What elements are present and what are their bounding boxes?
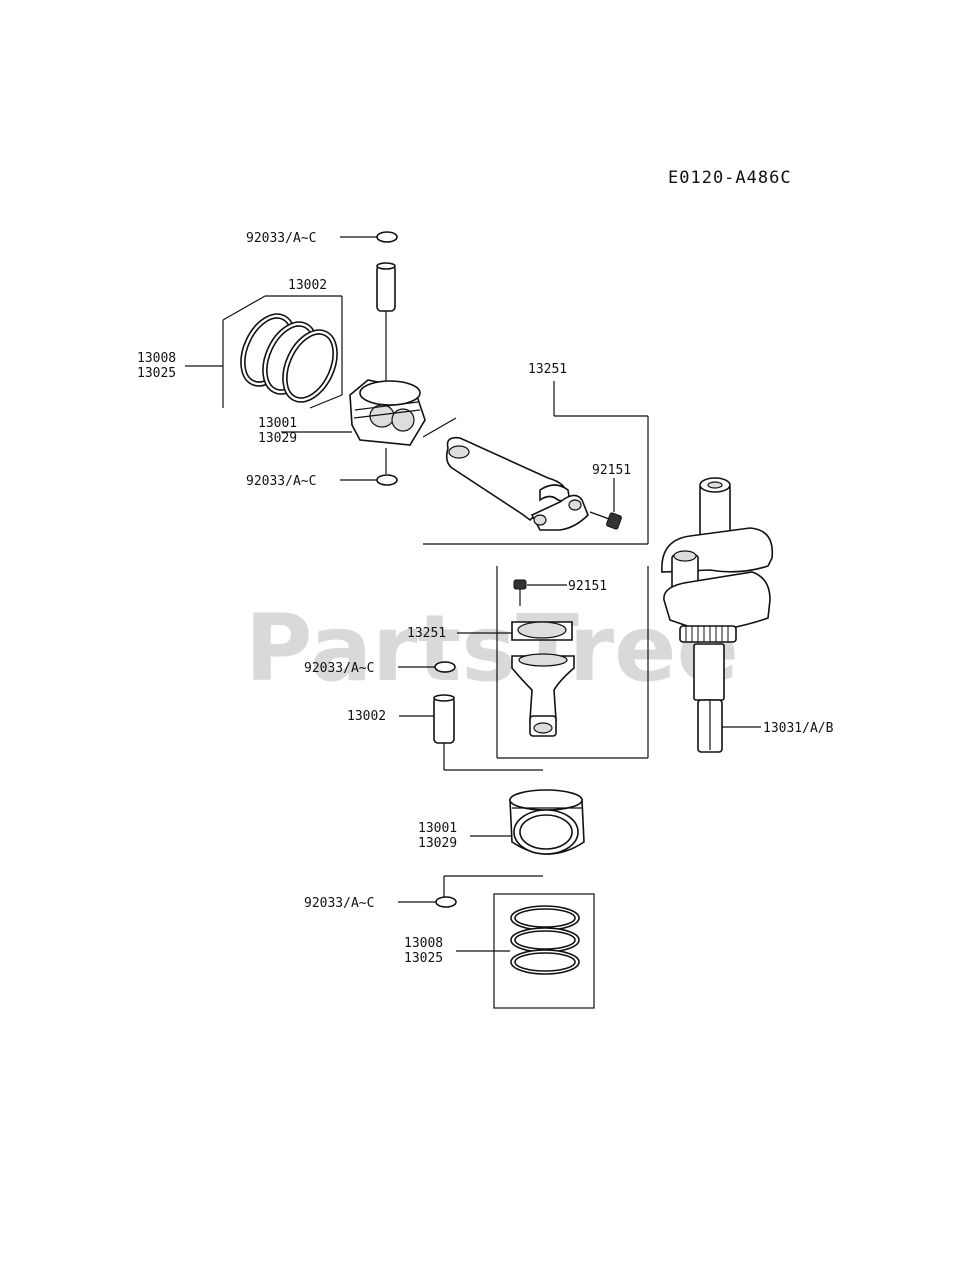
- label-rings-top-a[interactable]: 13008: [137, 351, 176, 366]
- connecting-rod-top-part[interactable]: [445, 436, 589, 531]
- label-rod-bottom[interactable]: 13251: [407, 626, 446, 641]
- circlip-top-part[interactable]: [376, 231, 398, 243]
- label-bolt-top[interactable]: 92151: [592, 463, 631, 478]
- label-piston-bottom-b[interactable]: 13029: [418, 836, 457, 851]
- label-rings-bottom-b[interactable]: 13025: [404, 951, 443, 966]
- piston-pin-top-part[interactable]: [376, 262, 396, 312]
- circlip-bottom-part[interactable]: [435, 896, 457, 908]
- label-circlip-mid[interactable]: 92033/A~C: [304, 661, 374, 676]
- piston-bottom-part[interactable]: [509, 789, 585, 855]
- circlip-top2-part[interactable]: [376, 474, 398, 486]
- label-pin-top[interactable]: 13002: [288, 278, 327, 293]
- label-pin-bottom[interactable]: 13002: [347, 709, 386, 724]
- label-circlip-top[interactable]: 92033/A~C: [246, 231, 316, 246]
- label-rings-top-b[interactable]: 13025: [137, 366, 176, 381]
- label-piston-top-b[interactable]: 13029: [258, 431, 297, 446]
- connecting-rod-bottom-part[interactable]: [511, 621, 575, 737]
- bolt-bottom-part[interactable]: [513, 579, 527, 606]
- label-circlip-top2[interactable]: 92033/A~C: [246, 474, 316, 489]
- circlip-mid-part[interactable]: [434, 661, 456, 673]
- watermark: PartsTree: [245, 595, 739, 702]
- piston-rings-top-part[interactable]: [230, 305, 348, 410]
- label-piston-bottom-a[interactable]: 13001: [418, 821, 457, 836]
- piston-top-part[interactable]: [349, 379, 426, 446]
- diagram-code: E0120-A486C: [668, 168, 792, 188]
- label-rod-top[interactable]: 13251: [528, 362, 567, 377]
- label-piston-top-a[interactable]: 13001: [258, 416, 297, 431]
- piston-pin-bottom-part[interactable]: [433, 694, 455, 744]
- bolt-top-part[interactable]: [589, 511, 622, 530]
- crankshaft-part[interactable]: [661, 477, 774, 753]
- piston-rings-bottom-part[interactable]: [510, 905, 580, 975]
- label-bolt-bottom[interactable]: 92151: [568, 579, 607, 594]
- label-rings-bottom-a[interactable]: 13008: [404, 936, 443, 951]
- label-circlip-bottom[interactable]: 92033/A~C: [304, 896, 374, 911]
- label-crankshaft[interactable]: 13031/A/B: [763, 721, 834, 736]
